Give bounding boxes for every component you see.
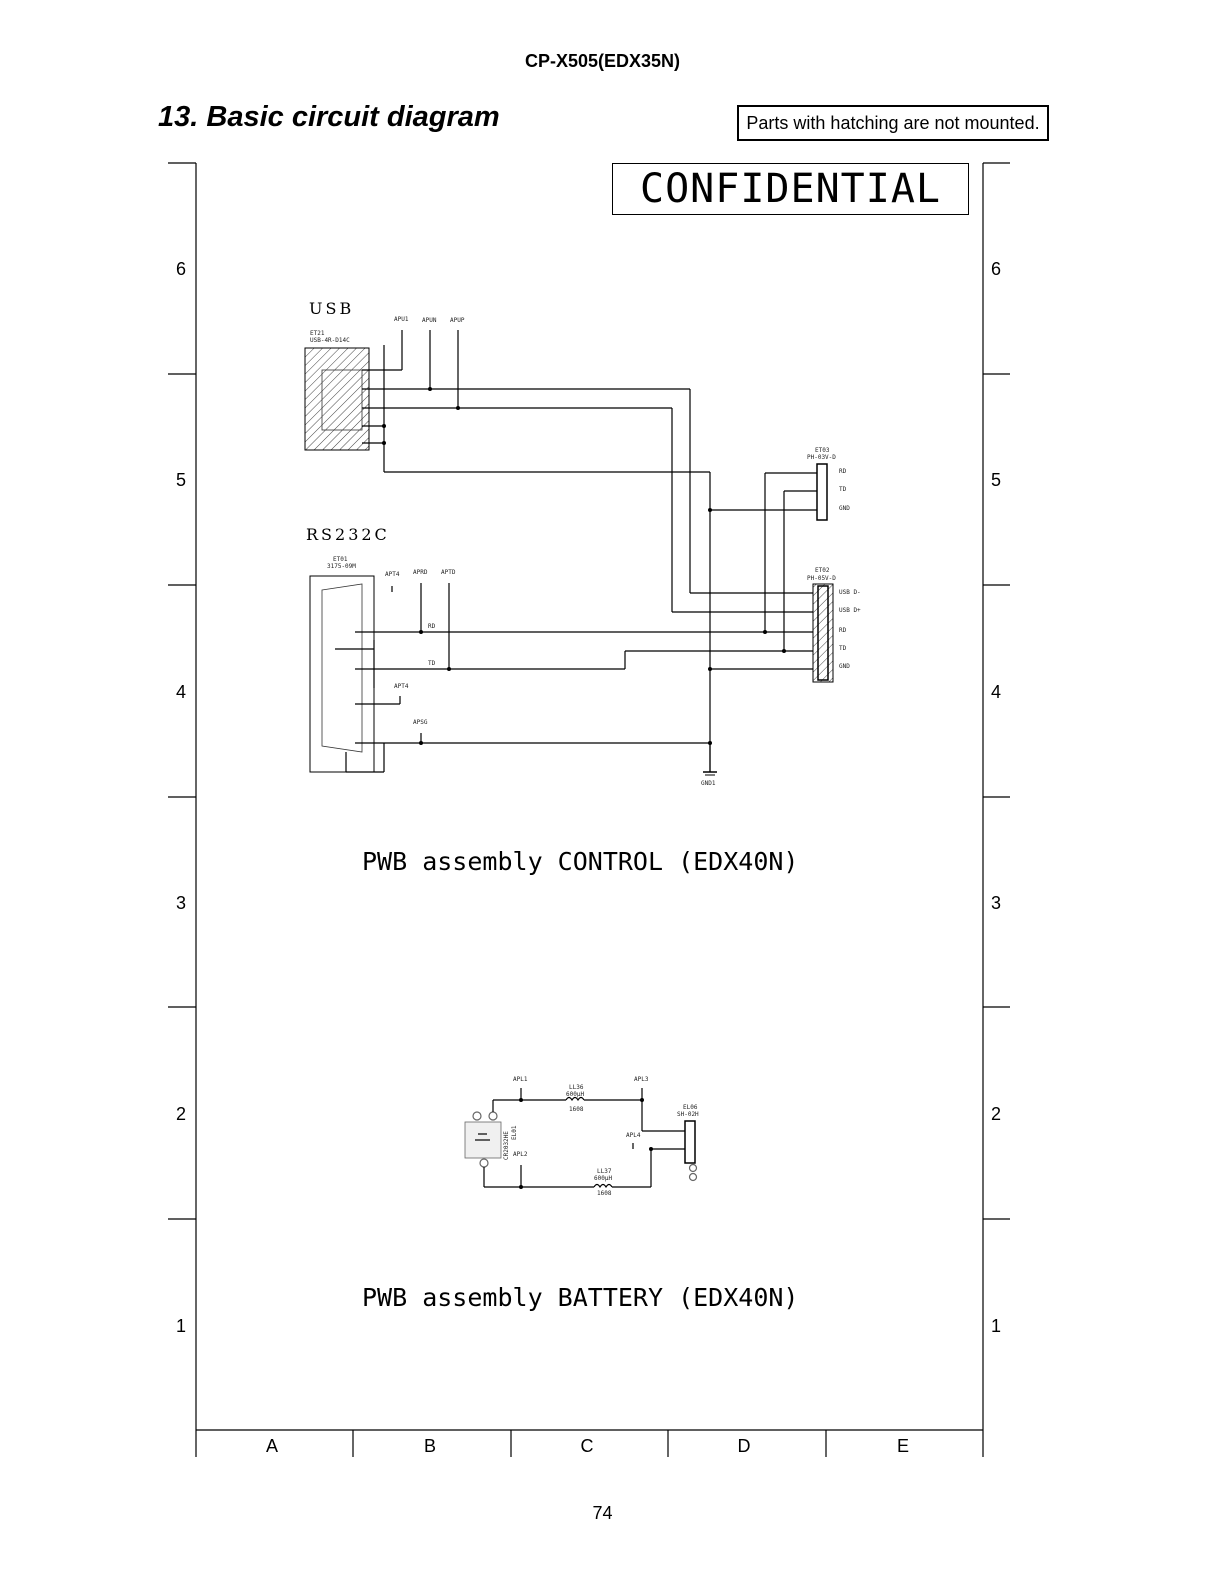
svg-text:CR2032HE: CR2032HE bbox=[503, 1131, 510, 1160]
rs232c-heading: RS232C bbox=[306, 525, 390, 544]
svg-text:RD: RD bbox=[428, 623, 436, 630]
usb-heading: USB bbox=[309, 299, 355, 318]
battery-junctions bbox=[519, 1098, 653, 1189]
svg-text:GND1: GND1 bbox=[701, 780, 716, 787]
svg-text:APTD: APTD bbox=[441, 569, 456, 576]
row-label-right: 2 bbox=[990, 1104, 1001, 1124]
svg-text:TD: TD bbox=[839, 645, 847, 652]
page-number: 74 bbox=[592, 1503, 613, 1523]
rs232c-test-points: APT4 APRD APTD APT4 APSG RD TD bbox=[385, 569, 456, 726]
row-label-right: 3 bbox=[990, 893, 1001, 913]
svg-text:USB-4R-D14C: USB-4R-D14C bbox=[310, 337, 350, 344]
svg-text:600μH: 600μH bbox=[566, 1091, 584, 1098]
model-header: CP-X505(EDX35N) bbox=[524, 51, 681, 71]
confidential-stamp: CONFIDENTIAL bbox=[612, 163, 969, 215]
row-label-right: 4 bbox=[990, 682, 1001, 702]
svg-text:GND: GND bbox=[839, 663, 850, 670]
row-label-left: 4 bbox=[175, 682, 186, 702]
svg-text:APT4: APT4 bbox=[385, 571, 400, 578]
battery-wiring bbox=[464, 1088, 698, 1189]
section-title: 13. Basic circuit diagram bbox=[158, 101, 500, 133]
col-label: A bbox=[265, 1436, 278, 1456]
svg-text:TD: TD bbox=[839, 486, 847, 493]
rs232c-connector-et01: ET01 3175-09M bbox=[309, 556, 375, 773]
svg-text:APL1: APL1 bbox=[513, 1076, 528, 1083]
svg-text:ET21: ET21 bbox=[310, 330, 325, 337]
svg-text:EL01: EL01 bbox=[511, 1125, 518, 1140]
row-label-left: 1 bbox=[175, 1316, 186, 1336]
svg-text:EL06: EL06 bbox=[683, 1104, 698, 1111]
svg-text:LL37: LL37 bbox=[597, 1168, 612, 1175]
svg-text:PH-03V-D: PH-03V-D bbox=[807, 454, 836, 461]
col-label: E bbox=[896, 1436, 909, 1456]
svg-text:SH-02H: SH-02H bbox=[677, 1111, 699, 1118]
battery-board-title: PWB assembly BATTERY (EDX40N) bbox=[362, 1283, 799, 1312]
svg-text:RD: RD bbox=[839, 627, 847, 634]
svg-text:ET02: ET02 bbox=[815, 567, 830, 574]
svg-text:ET03: ET03 bbox=[815, 447, 830, 454]
svg-text:USB D+: USB D+ bbox=[839, 607, 861, 614]
row-label-left: 3 bbox=[175, 893, 186, 913]
svg-text:APU1: APU1 bbox=[394, 316, 409, 323]
svg-text:LL36: LL36 bbox=[569, 1084, 584, 1091]
col-label: D bbox=[737, 1436, 751, 1456]
svg-text:APL3: APL3 bbox=[634, 1076, 649, 1083]
svg-text:USB D-: USB D- bbox=[839, 589, 861, 596]
drawing-frame bbox=[168, 162, 1010, 1457]
svg-text:APSG: APSG bbox=[413, 719, 428, 726]
connector-et03: ET03 PH-03V-D RD TD GND bbox=[807, 447, 850, 521]
svg-text:ET01: ET01 bbox=[333, 556, 348, 563]
row-label-right: 5 bbox=[990, 470, 1001, 490]
control-board-title: PWB assembly CONTROL (EDX40N) bbox=[362, 847, 799, 876]
row-label-left: 6 bbox=[175, 259, 186, 279]
svg-text:APUP: APUP bbox=[450, 317, 465, 324]
svg-text:APL2: APL2 bbox=[513, 1151, 528, 1158]
hatching-note: Parts with hatching are not mounted. bbox=[737, 105, 1049, 141]
usb-connector-et21: ET21 USB-4R-D14C bbox=[304, 330, 370, 451]
col-label: C bbox=[580, 1436, 594, 1456]
svg-text:APL4: APL4 bbox=[626, 1132, 641, 1139]
svg-text:APRD: APRD bbox=[413, 569, 428, 576]
svg-text:600μH: 600μH bbox=[594, 1175, 612, 1182]
rs232c-wiring bbox=[335, 583, 813, 773]
battery-labels: APL1 APL3 APL2 APL4 LL36 600μH 1608 LL37… bbox=[503, 1076, 699, 1197]
row-label-right: 1 bbox=[990, 1316, 1001, 1336]
et03-wiring bbox=[710, 472, 817, 651]
rs232c-junctions bbox=[419, 630, 786, 745]
col-label: B bbox=[423, 1436, 436, 1456]
svg-text:GND: GND bbox=[839, 505, 850, 512]
svg-text:TD: TD bbox=[428, 660, 436, 667]
connector-et02: ET02 PH-05V-D USB D- USB D+ RD TD GND bbox=[807, 567, 861, 683]
usb-junctions bbox=[382, 387, 460, 445]
svg-text:PH-05V-D: PH-05V-D bbox=[807, 575, 836, 582]
svg-text:1608: 1608 bbox=[569, 1106, 584, 1113]
usb-test-points: APU1 APUN APUP bbox=[394, 316, 465, 324]
row-label-left: 2 bbox=[175, 1104, 186, 1124]
ground-symbol: GND1 bbox=[701, 743, 717, 787]
usb-wiring bbox=[362, 330, 813, 772]
svg-text:RD: RD bbox=[839, 468, 847, 475]
svg-text:APUN: APUN bbox=[422, 317, 437, 324]
svg-text:1608: 1608 bbox=[597, 1190, 612, 1197]
svg-text:3175-09M: 3175-09M bbox=[327, 563, 356, 570]
row-label-left: 5 bbox=[175, 470, 186, 490]
row-label-right: 6 bbox=[990, 259, 1001, 279]
svg-text:APT4: APT4 bbox=[394, 683, 409, 690]
